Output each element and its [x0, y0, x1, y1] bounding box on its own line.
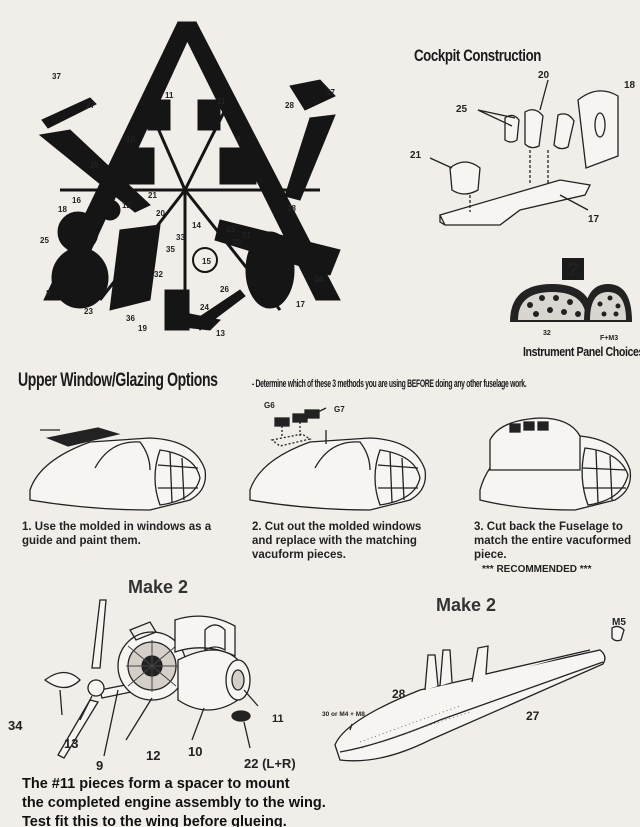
- cockpit-drawing: [429, 79, 619, 226]
- nacelle-label-option: 30 or M4 + M8: [322, 711, 365, 718]
- sprue-label-31: 31: [242, 231, 251, 240]
- glazing-label-g7: G7: [334, 405, 345, 414]
- part-12: [99, 199, 121, 221]
- sprue-label-23: 23: [84, 307, 93, 316]
- cockpit-label-17: 17: [588, 214, 600, 225]
- part-11-right: [197, 99, 221, 131]
- glazing-option-1-text: 1. Use the molded in windows as a guide …: [22, 521, 212, 547]
- sprue-label-37-left: 37: [52, 72, 61, 81]
- sprue-label-10: 10: [126, 135, 135, 144]
- engine-label-13: 13: [64, 736, 78, 751]
- panel-label-32: 32: [543, 330, 551, 337]
- sprue-label-19: 19: [138, 324, 147, 333]
- sprue-label-36: 36: [126, 314, 135, 323]
- sprue-label-16: 16: [72, 196, 81, 205]
- cockpit-label-25: 25: [456, 104, 468, 115]
- glazing-option-1-drawing: [29, 427, 207, 511]
- footer-note: The #11 pieces form a spacer to mount th…: [22, 775, 622, 827]
- sprue-label-11-right: 11: [217, 97, 226, 106]
- part-10: [119, 147, 155, 185]
- engine-label-11: 11: [272, 713, 284, 725]
- engine-label-10: 10: [188, 744, 202, 759]
- nacelle-label-m5: M5: [612, 617, 626, 628]
- sprue-label-15: 15: [202, 257, 211, 266]
- engine-label-12: 12: [146, 748, 160, 763]
- part-34: [245, 231, 295, 309]
- sprue-label-21: 21: [148, 191, 157, 200]
- glazing-option-2-drawing: [249, 407, 427, 511]
- panel-label-fm3: F+M3: [600, 335, 618, 342]
- sprue-label-32: 32: [154, 270, 163, 279]
- sprue-label-25: 25: [40, 236, 49, 245]
- cockpit-label-20: 20: [538, 70, 550, 81]
- cockpit-label-21: 21: [410, 150, 422, 161]
- glazing-label-g6: G6: [264, 401, 275, 410]
- sprue-label-18: 18: [58, 205, 67, 214]
- glazing-title: Upper Window/Glazing Options: [18, 370, 218, 391]
- question-mark: ?: [567, 260, 579, 281]
- sprue-label-37-right: 37: [326, 88, 335, 97]
- sprue-label-38: 38: [287, 204, 296, 213]
- part-28-wing: [284, 114, 336, 201]
- sprue-label-17: 17: [296, 300, 305, 309]
- engine-label-34: 34: [8, 718, 23, 733]
- panel-32-icon: [510, 284, 594, 322]
- sprue-label-34: 34: [314, 275, 323, 284]
- sprue-label-11-left: 11: [165, 91, 174, 100]
- engine-label-9: 9: [96, 758, 103, 773]
- sprue-label-22: 22: [226, 225, 235, 234]
- engine-assembly-drawing: [43, 599, 259, 759]
- sprue-label-24: 24: [200, 303, 209, 312]
- footer-line-3: Test fit this to the wing before glueing…: [22, 814, 287, 827]
- sprue-label-33: 33: [176, 233, 185, 242]
- part-8: [51, 247, 109, 309]
- sprue-label-28: 28: [285, 101, 294, 110]
- glazing-option-3-drawing: [479, 417, 632, 511]
- part-37-left: [41, 97, 97, 129]
- cockpit-label-18: 18: [624, 80, 636, 91]
- sprue-label-12: 12: [122, 201, 131, 210]
- part-9: [219, 147, 257, 185]
- glazing-option-3-text: 3. Cut back the Fuselage to match the en…: [474, 521, 632, 561]
- instrument-panel-title: Instrument Panel Choices: [523, 344, 640, 359]
- sprue-label-14: 14: [192, 221, 201, 230]
- sprue-label-8: 8: [46, 289, 51, 298]
- sprue-label-30: 30: [232, 238, 241, 247]
- question-box: [562, 258, 584, 280]
- part-37-right: [289, 79, 336, 111]
- sprue-label-35: 35: [166, 245, 175, 254]
- nacelle-label-28: 28: [392, 687, 406, 701]
- recommended-note: *** RECOMMENDED ***: [482, 564, 592, 575]
- part-18: [57, 211, 99, 253]
- glazing-subtitle: - Determine which of these 3 methods you…: [252, 378, 527, 390]
- sprue-label-13: 13: [216, 329, 225, 338]
- part-15-ring: [192, 247, 218, 273]
- glazing-option-2-text: 2. Cut out the molded windows and replac…: [252, 521, 422, 561]
- panel-fm3-icon: [584, 284, 632, 322]
- sprue-label-20: 20: [156, 209, 165, 218]
- part-13-prop: [194, 289, 246, 331]
- footer-line-1: The #11 pieces form a spacer to mount: [22, 776, 290, 792]
- sprue-label-29: 29: [90, 161, 99, 170]
- nacelle-drawing: [334, 625, 625, 762]
- nacelle-label-27: 27: [526, 709, 540, 723]
- footer-line-2: the completed engine assembly to the win…: [22, 795, 326, 811]
- cockpit-title: Cockpit Construction: [414, 46, 542, 65]
- sprue-label-27: 27: [86, 101, 95, 110]
- sprue-label-9: 9: [236, 135, 241, 144]
- engine-make-label: Make 2: [128, 577, 189, 597]
- sprue-label-26: 26: [220, 285, 229, 294]
- part-32-fuse: [109, 224, 161, 311]
- engine-label-22: 22 (L+R): [244, 756, 296, 771]
- part-11-left: [147, 99, 171, 131]
- nacelle-make-label: Make 2: [436, 595, 497, 615]
